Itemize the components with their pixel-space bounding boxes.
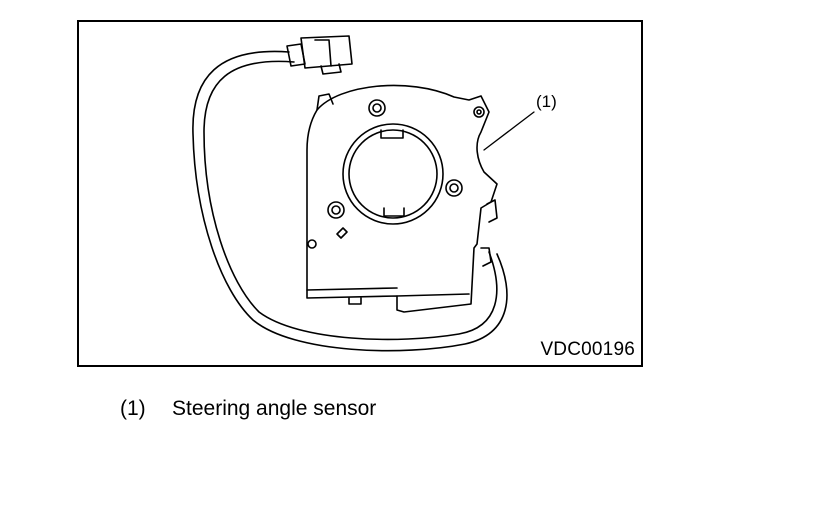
sensor-ring-outer bbox=[342, 123, 444, 225]
steering-angle-sensor-drawing bbox=[192, 35, 535, 352]
wire-harness bbox=[203, 60, 498, 341]
sensor-housing bbox=[306, 84, 498, 313]
legend-number: (1) bbox=[120, 397, 146, 420]
callout-label: (1) bbox=[536, 92, 557, 111]
legend-label: Steering angle sensor bbox=[172, 397, 377, 420]
callout-leader bbox=[483, 111, 535, 151]
sensor-ring-inner bbox=[348, 129, 438, 219]
figure-frame: (1) VDC00196 bbox=[77, 20, 643, 367]
legend-item: (1) Steering angle sensor bbox=[120, 397, 376, 421]
figure-code: VDC00196 bbox=[540, 339, 635, 360]
